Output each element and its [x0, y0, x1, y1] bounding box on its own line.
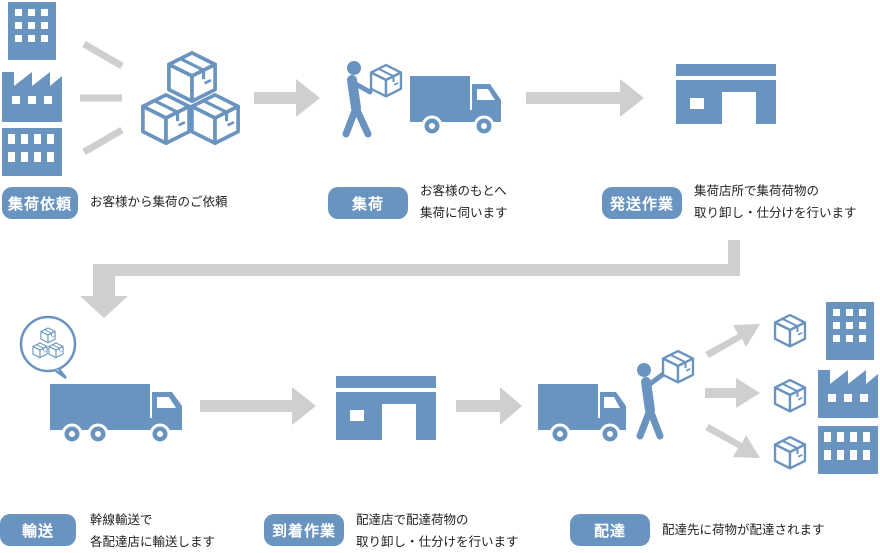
- truck-icon: [410, 76, 501, 137]
- office-building-icon: [826, 302, 874, 360]
- package-icon: [369, 63, 403, 98]
- arrow-right-icon: [254, 79, 320, 117]
- step-desc-arrival: 配達店で配達荷物の 取り卸し・仕分けを行います: [356, 512, 519, 549]
- delivery-person-icon: [636, 363, 669, 440]
- step-desc-transport: 幹線輸送で 各配達店に輸送します: [90, 512, 216, 549]
- arrow-right-icon: [526, 79, 644, 117]
- factory-icon: [818, 370, 878, 418]
- step-badge-transport: 輸送: [0, 514, 76, 546]
- truck-icon: [538, 384, 626, 445]
- step-desc-delivery: 配達先に荷物が配達されます: [662, 522, 825, 537]
- fan-arrows: [705, 324, 760, 458]
- step-desc-pickup-request: お客様から集荷のご依頼: [90, 194, 228, 209]
- warehouse-icon: [676, 64, 776, 124]
- package-icon: [773, 378, 807, 413]
- package-icon: [773, 313, 807, 348]
- factory-icon: [2, 72, 62, 122]
- arrow-right-icon: [200, 387, 316, 425]
- fan-lines: [80, 40, 124, 156]
- connector-arrow: [80, 240, 740, 318]
- step-desc-pickup: お客様のもとへ 集荷に伺います: [420, 183, 508, 220]
- arrow-right-icon: [456, 387, 522, 425]
- step-badge-dispatch: 発送作業: [602, 187, 682, 219]
- large-truck-icon: [50, 384, 182, 445]
- package-icon: [661, 349, 695, 384]
- step-badge-delivery: 配達: [570, 514, 650, 546]
- apartment-icon: [818, 426, 878, 474]
- step-badge-arrival: 到着作業: [264, 514, 344, 546]
- office-building-icon: [8, 2, 56, 60]
- step-badge-pickup: 集荷: [328, 187, 408, 219]
- warehouse-icon: [336, 376, 436, 440]
- courier-icon: [342, 61, 373, 138]
- packages-icon: [141, 51, 240, 146]
- package-icon: [773, 435, 807, 470]
- step-desc-dispatch: 集荷店所で集荷荷物の 取り卸し・仕分けを行います: [694, 183, 857, 220]
- apartment-icon: [2, 128, 62, 176]
- speech-bubble-icon: [19, 315, 77, 380]
- step-badge-pickup-request: 集荷依頼: [2, 187, 78, 219]
